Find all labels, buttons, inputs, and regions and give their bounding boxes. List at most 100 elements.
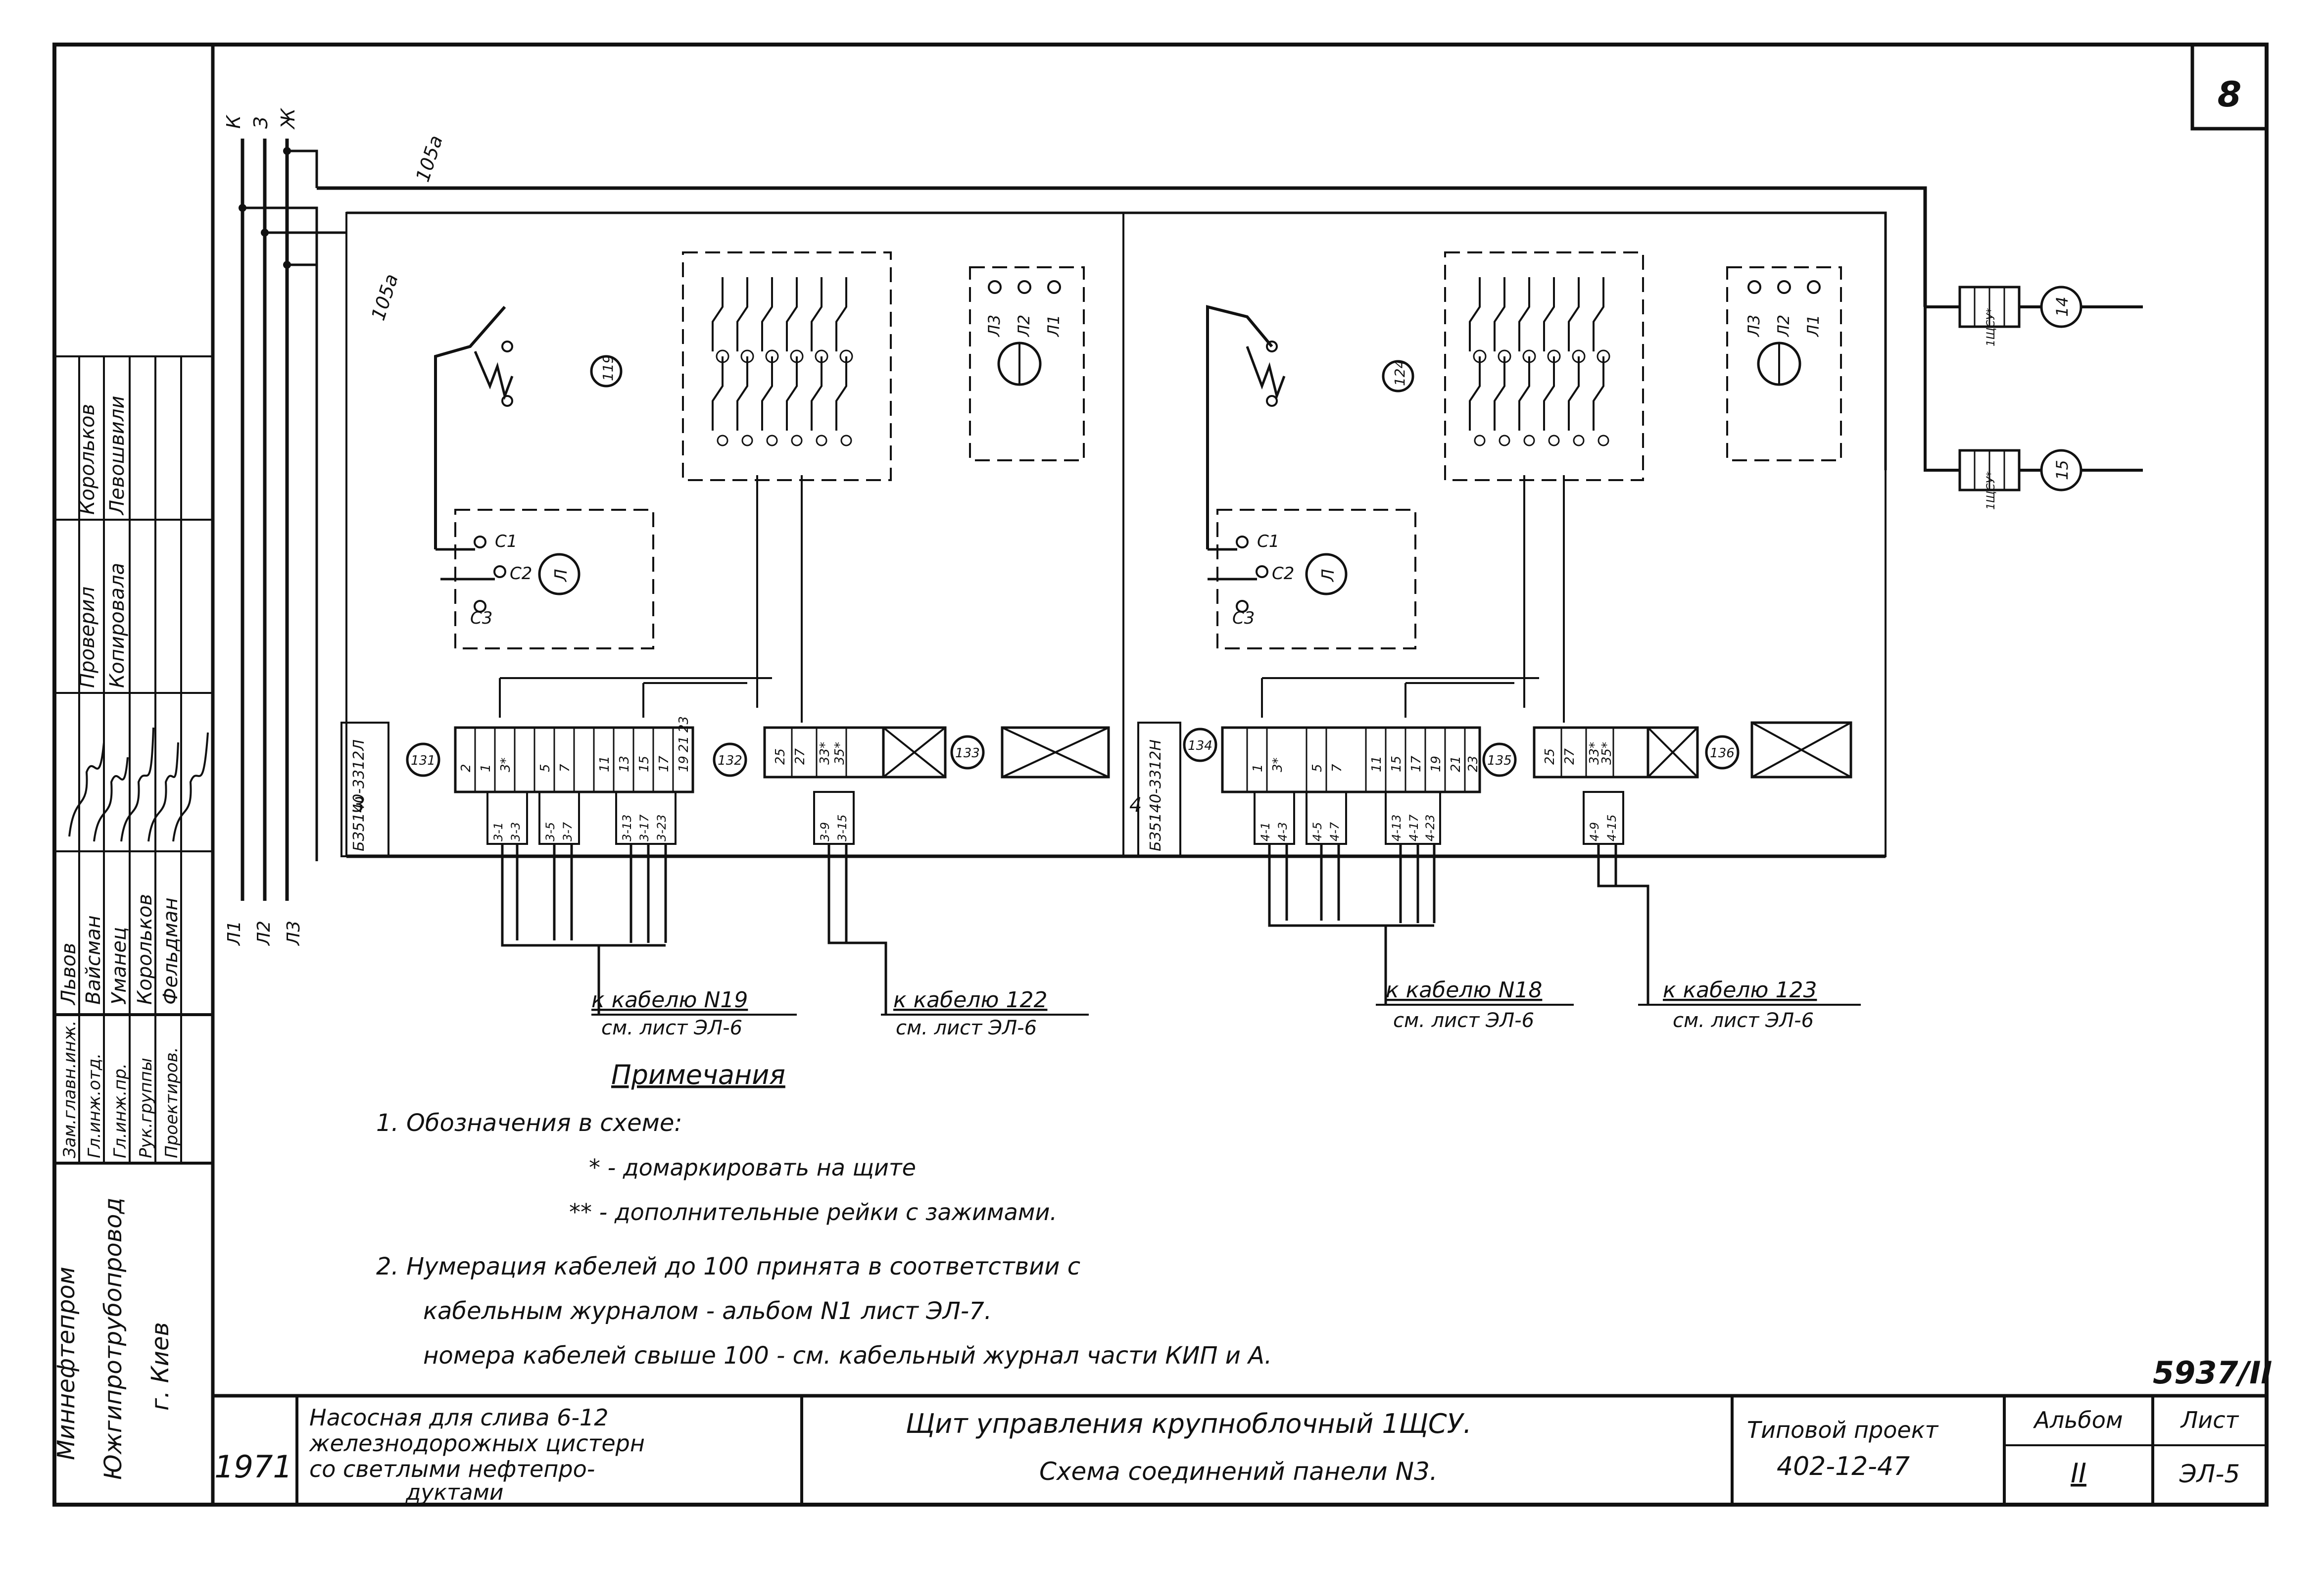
wire-number: 3-17 <box>637 814 651 841</box>
terminal-number: 1 <box>479 764 493 772</box>
spare-terminal-box <box>1001 726 1110 779</box>
block-tag-circle <box>1705 735 1740 770</box>
stamp-copier-label: Копировала <box>106 563 129 688</box>
signature-mark <box>93 757 129 842</box>
terminal-number: 1 <box>1251 764 1265 772</box>
cable-link-title: к кабелю 123 <box>1663 978 1817 1003</box>
terminal-number: 33* <box>1587 742 1602 765</box>
cable-link-ref: см. лист ЭЛ-6 <box>1673 1009 1814 1032</box>
block-tag: 136 <box>1710 746 1735 761</box>
relay-contacts <box>712 277 853 446</box>
terminal-number: 25 <box>1543 748 1557 765</box>
notes: Примечания 1. Обозначения в схеме: * - д… <box>376 1059 1272 1370</box>
terminal-number: 21 <box>677 736 691 752</box>
meter-block <box>1726 266 1842 461</box>
terminal-number: 19 <box>677 756 691 772</box>
wire-number: 3-1 <box>491 822 505 841</box>
block-tag-circle <box>713 742 747 777</box>
terminal-number: 35* <box>1599 742 1614 765</box>
stamp-org-2: Южгипротрубопровод <box>99 1197 127 1480</box>
wire-number: 3-23 <box>655 815 669 841</box>
terminal-number: 17 <box>657 755 672 772</box>
page-number-box <box>2190 43 2269 131</box>
stamp-org-3: г. Киев <box>146 1322 174 1411</box>
panel-number: 3 <box>352 794 365 817</box>
block-tag-circle <box>1183 728 1217 762</box>
terminal-number: 21 <box>1449 756 1463 772</box>
terminal-number: 23 <box>677 716 691 733</box>
terminal-strip-a <box>1221 726 1481 793</box>
note-1: 1. Обозначения в схеме: <box>376 1109 682 1137</box>
relay-tag: 119 <box>600 355 616 381</box>
spare-terminal-box <box>1750 721 1852 779</box>
signature-mark <box>147 742 179 842</box>
wire-number: 4-13 <box>1390 815 1404 841</box>
wire-number: 4-17 <box>1407 814 1421 841</box>
meter-block <box>969 266 1085 461</box>
wire-number: 4-23 <box>1423 815 1437 841</box>
supply-buses: К З Ж Л1 Л2 Л3 <box>223 107 346 946</box>
object-name-3: со светлыми нефтепро- <box>309 1456 595 1482</box>
terminal-number: 13 <box>617 756 632 772</box>
bus-top-label-0: К <box>223 114 244 129</box>
terminal-number: 19 <box>1429 756 1444 772</box>
stamp-name-3: Корольков <box>134 894 156 1005</box>
note-2b: кабельным журналом - альбом N1 лист ЭЛ-7… <box>423 1297 992 1325</box>
relay-coil-symbol <box>1246 346 1286 400</box>
note-1a: * - домаркировать на щите <box>589 1154 916 1181</box>
cable-link-title: к кабелю N19 <box>591 987 748 1013</box>
cable-link-ref: см. лист ЭЛ-6 <box>1393 1009 1534 1032</box>
wire-number: 4-9 <box>1588 822 1601 841</box>
block-tag: 134 <box>1188 738 1212 753</box>
wire-number: 4-5 <box>1310 822 1324 841</box>
project-number: 402-12-47 <box>1777 1452 1910 1481</box>
lamp-pin-1: С1 <box>495 532 517 551</box>
terminal-number: 5 <box>1310 764 1325 772</box>
sheet-value: ЭЛ-5 <box>2179 1460 2240 1488</box>
bus-bottom-label-1: Л2 <box>254 921 274 946</box>
page-number: 8 <box>2218 74 2242 115</box>
bus-top-label-1: З <box>250 117 272 129</box>
block-tag-circle <box>1482 742 1517 777</box>
lamp-pin-2: С2 <box>510 564 532 584</box>
panel-3: 3 БЗ5140-3312Л 119 Л3 Л2 Л1 <box>340 251 1110 1039</box>
stamp-checker-label: Проверил <box>76 587 99 688</box>
lamp-pin-1: С1 <box>1257 532 1279 551</box>
wire-number: 3-13 <box>620 815 634 841</box>
cable-link-ref: см. лист ЭЛ-6 <box>601 1017 742 1039</box>
wire-number: 4-15 <box>1605 815 1619 841</box>
stamp-name-1: Вайсман <box>82 915 105 1005</box>
lamp-circle <box>1305 553 1348 595</box>
drawing-title: Щит управления крупноблочный 1ЩСУ. <box>906 1408 1472 1439</box>
wire-label-105a-mid: 105а <box>367 271 402 323</box>
bus-top-label-2: Ж <box>277 107 299 130</box>
block-tag: 131 <box>411 753 436 768</box>
sheet-label: Лист <box>2180 1407 2239 1433</box>
terminal-number: 25 <box>773 748 788 765</box>
object-name-2: железнодорожных цистерн <box>309 1430 645 1457</box>
block-tag: 135 <box>1487 753 1512 768</box>
stamp-role-1: Гл.инж.отд. <box>85 1053 104 1158</box>
external-devices: 1ЩСУ* 14 1ЩСУ* 15 <box>1924 286 2143 510</box>
signature-mark <box>68 742 105 837</box>
meter-label-1: Л2 <box>1015 315 1033 337</box>
object-name-4: дуктами <box>405 1480 503 1505</box>
wire-number: 4-7 <box>1328 822 1342 841</box>
terminal-number: 33* <box>818 742 832 765</box>
block-tag-circle <box>950 735 985 770</box>
note-2c: номера кабелей свыше 100 - см. кабельный… <box>423 1342 1272 1370</box>
wire-number: 3-3 <box>509 822 523 841</box>
spare-terminal-box <box>882 726 947 779</box>
relay-tag-circle <box>590 355 623 388</box>
block-tag: 133 <box>955 746 980 761</box>
terminal-number: 23 <box>1466 756 1481 772</box>
terminal-number: 7 <box>1330 764 1345 772</box>
stamp-name-0: Львов <box>57 943 80 1006</box>
terminal-number: 15 <box>637 756 652 772</box>
bus-bottom-label-2: Л3 <box>284 921 304 946</box>
cable-link-title: к кабелю N18 <box>1386 978 1542 1003</box>
object-name-1: Насосная для слива 6-12 <box>309 1404 608 1431</box>
signature-mark <box>172 732 209 842</box>
stamp-name-2: Уманец <box>108 927 131 1005</box>
signature-mark <box>120 727 154 842</box>
